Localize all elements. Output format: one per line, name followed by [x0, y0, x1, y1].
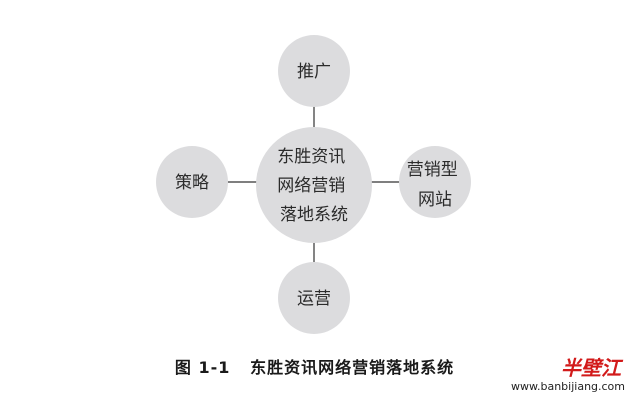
node-left [156, 146, 228, 218]
node-center [256, 127, 372, 243]
node-center-label: 东胜资讯 网络营销 落地系统 [277, 147, 350, 225]
node-top-label: 推广 [297, 62, 331, 82]
watermark-logo: 半壁江 www.banbijiang.com [511, 356, 626, 400]
watermark-brand: 半壁江 [561, 356, 621, 380]
figure-caption: 图 1-1 东胜资讯网络营销落地系统 [174, 358, 455, 377]
node-left-label: 策略 [175, 173, 209, 193]
node-top [278, 35, 350, 107]
node-bottom-label: 运营 [297, 289, 331, 309]
watermark-domain: www.banbijiang.com [511, 380, 626, 393]
node-right-label: 营销型 网站 [407, 160, 463, 210]
node-right [399, 146, 471, 218]
node-bottom [278, 262, 350, 334]
